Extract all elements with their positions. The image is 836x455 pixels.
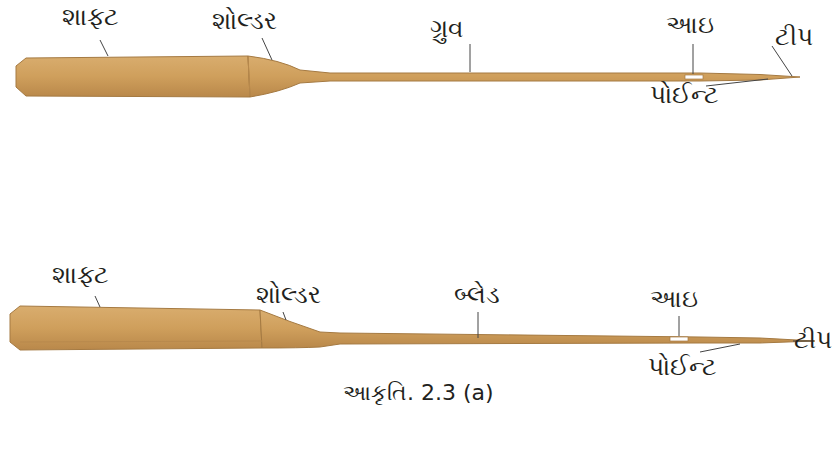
tip-label: ટીપ	[794, 325, 832, 355]
eye-label: આઇ	[650, 284, 698, 314]
shaft-label: શાફ્ટ	[52, 260, 109, 290]
shoulder-label: શોલ્ડર	[212, 6, 277, 36]
blade-label: બ્લેડ	[454, 280, 500, 310]
eye-label: આઇ	[666, 10, 714, 40]
tip-label: ટીપ	[775, 22, 813, 52]
groove-label: ગ્રુવ	[430, 14, 464, 44]
point-label: પોઈન્ટ	[648, 352, 717, 382]
figure-caption: આકૃતિ. 2.3 (a)	[343, 380, 494, 406]
shaft-label: શાફ્ટ	[62, 2, 119, 32]
point-label: પોઈન્ટ	[650, 80, 719, 110]
shoulder-label: શોલ્ડર	[256, 280, 321, 310]
leader-lines	[95, 38, 814, 352]
